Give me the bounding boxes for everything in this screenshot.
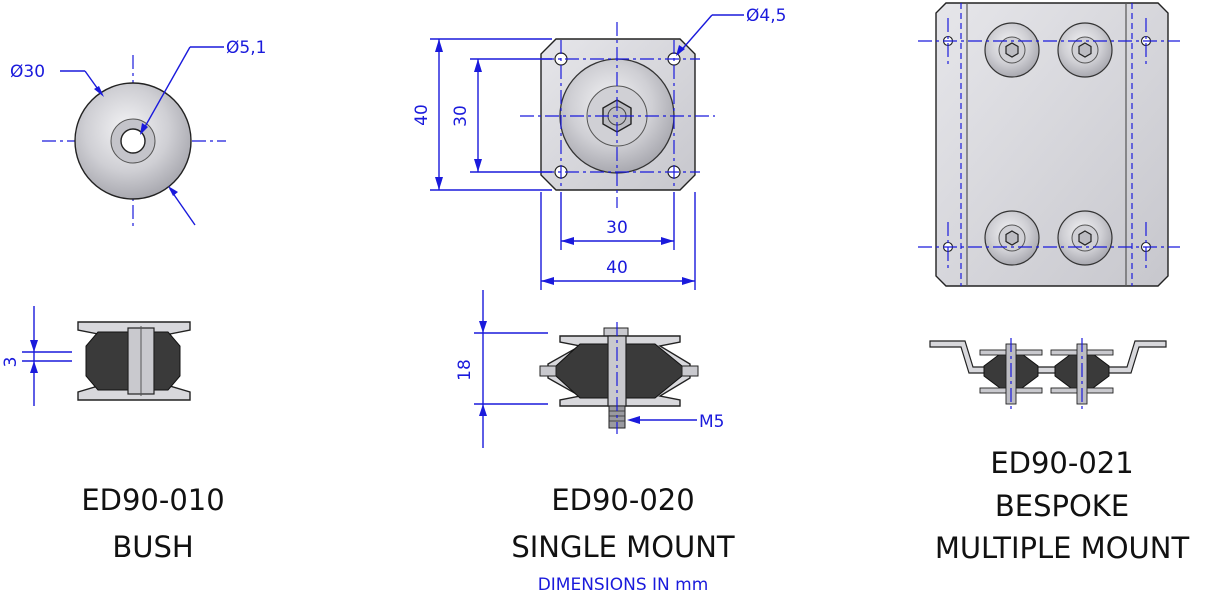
- single-mount-side-height-label: 18: [455, 359, 475, 381]
- bush-side-view: [22, 306, 191, 406]
- bush-hole-diameter-label: Ø5,1: [226, 38, 266, 58]
- single-mount-width-outer-label: 40: [606, 258, 628, 278]
- bush-part-name: BUSH: [112, 530, 193, 564]
- single-mount-hole-diameter-label: Ø4,5: [746, 6, 786, 26]
- bush-outer-diameter-label: Ø30: [10, 62, 45, 82]
- multiple-mount-side-view: [929, 338, 1167, 410]
- bush-part-code: ED90-010: [81, 483, 224, 517]
- dimensions-note: DIMENSIONS IN mm: [538, 575, 709, 595]
- multiple-mount-bushes: [984, 22, 1113, 266]
- bush-thickness-label: 3: [1, 357, 21, 368]
- multiple-mount-name-line2: MULTIPLE MOUNT: [935, 531, 1190, 565]
- multiple-mount-name-line1: BESPOKE: [995, 489, 1129, 523]
- multiple-mount-part-code: ED90-021: [990, 446, 1133, 480]
- single-mount-top-view: [430, 14, 744, 290]
- single-mount-height-inner-label: 30: [451, 105, 471, 127]
- single-mount-part-code: ED90-020: [551, 483, 694, 517]
- single-mount-width-inner-label: 30: [606, 218, 628, 238]
- single-mount-side-view: [474, 290, 699, 448]
- bush-top-view: [42, 46, 226, 228]
- single-mount-height-outer-label: 40: [412, 104, 432, 126]
- single-mount-thread-label: M5: [699, 412, 724, 432]
- multiple-mount-top-view: [918, 2, 1180, 287]
- single-mount-part-name: SINGLE MOUNT: [511, 530, 735, 564]
